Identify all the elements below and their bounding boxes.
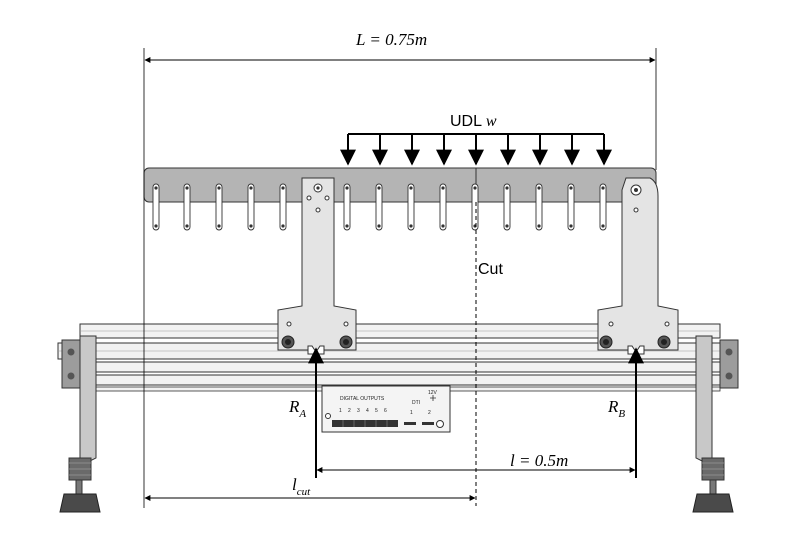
left-support-plate bbox=[277, 177, 357, 355]
right-leg bbox=[692, 335, 739, 513]
reaction-b-label: RB bbox=[607, 397, 625, 420]
reaction-b-sub: B bbox=[618, 408, 625, 420]
right-support-plate bbox=[597, 177, 679, 355]
load-hanger bbox=[503, 183, 511, 231]
load-hanger bbox=[152, 183, 160, 231]
length-value: = 0.75m bbox=[365, 30, 427, 49]
udl-label: UDL w bbox=[450, 113, 497, 130]
cut-label: Cut bbox=[478, 261, 503, 278]
panel-dti-channel-2: 2 bbox=[428, 410, 431, 416]
load-hanger bbox=[535, 183, 543, 231]
panel-dti-channel-1: 1 bbox=[410, 410, 413, 416]
reaction-a-label: RA bbox=[288, 397, 306, 420]
panel-title: DIGITAL OUTPUTS bbox=[340, 396, 385, 402]
panel-channel-1: 1 bbox=[339, 408, 342, 414]
span-label: l = 0.5m bbox=[510, 451, 568, 470]
load-hanger bbox=[375, 183, 383, 231]
udl-text: UDL bbox=[450, 113, 486, 130]
reaction-b-main: R bbox=[607, 397, 619, 416]
lcut-label: lcut bbox=[292, 475, 311, 498]
load-hanger bbox=[439, 183, 447, 231]
load-hanger bbox=[599, 183, 607, 231]
load-hanger bbox=[407, 183, 415, 231]
panel-channel-2: 2 bbox=[348, 408, 351, 414]
load-hanger bbox=[471, 183, 479, 231]
left-leg bbox=[59, 335, 101, 513]
panel-channel-5: 5 bbox=[375, 408, 378, 414]
reaction-a-sub: A bbox=[298, 408, 306, 420]
panel-power-label: 12V bbox=[428, 390, 438, 396]
load-hanger bbox=[279, 183, 287, 231]
span-symbol: l bbox=[510, 451, 515, 470]
panel-channel-3: 3 bbox=[357, 408, 360, 414]
load-hanger bbox=[215, 183, 223, 231]
lcut-sub: cut bbox=[297, 486, 311, 498]
load-hanger bbox=[247, 183, 255, 231]
dimension-lines bbox=[143, 48, 657, 508]
load-hanger bbox=[343, 183, 351, 231]
reaction-a-main: R bbox=[288, 397, 300, 416]
length-symbol: L bbox=[355, 30, 365, 49]
load-hanger bbox=[183, 183, 191, 231]
digital-outputs-panel: DIGITAL OUTPUTS DTI 12V 1 2 3 4 5 6 1 2 bbox=[321, 385, 451, 433]
lcut-main: l bbox=[292, 475, 297, 494]
length-label: L = 0.75m bbox=[355, 30, 427, 49]
udl-load-arrows bbox=[340, 133, 612, 166]
load-hangers bbox=[152, 183, 607, 231]
panel-dti-title: DTI bbox=[412, 400, 420, 406]
load-hanger bbox=[567, 183, 575, 231]
span-value: = 0.5m bbox=[515, 451, 569, 470]
udl-symbol: w bbox=[486, 113, 497, 130]
panel-channel-4: 4 bbox=[366, 408, 369, 414]
panel-channel-6: 6 bbox=[384, 408, 387, 414]
